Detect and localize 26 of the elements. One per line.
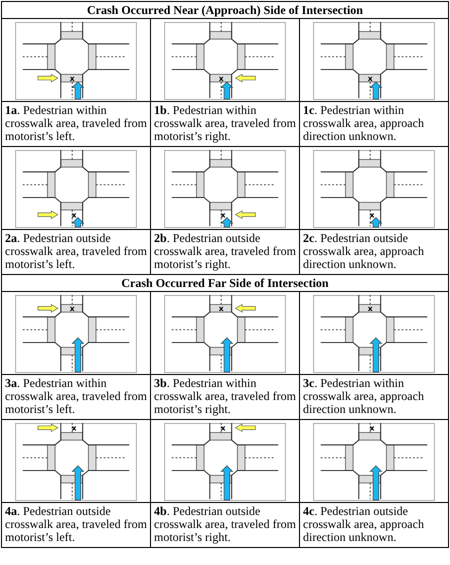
crash-mark: x <box>220 424 226 433</box>
crash-mark: x <box>220 210 226 220</box>
scenario-caption: 3b. Pedestrian within crosswalk area, traveled from motorist’s right. <box>154 377 296 416</box>
crash-mark: x <box>70 304 75 314</box>
crash-mark: x <box>368 304 373 314</box>
crash-mark: x <box>368 74 373 83</box>
scenario-caption: 4a. Pedestrian outside crosswalk area, traveled from motorist’s left. <box>5 505 147 544</box>
scenario-caption: 1b. Pedestrian within crosswalk area, traveled from motorist’s right. <box>154 104 296 143</box>
scenario-caption: 3a. Pedestrian within crosswalk area, traveled from motorist’s left. <box>5 377 147 416</box>
crash-mark: x <box>70 74 75 83</box>
scenario-caption: 4c. Pedestrian outside crosswalk area, approach direction unknown. <box>303 505 425 544</box>
scenario-caption: 1c. Pedestrian within crosswalk area, approach direction unknown. <box>303 104 425 143</box>
scenario-caption: 2b. Pedestrian outside crosswalk area, traveled from motorist’s right. <box>154 232 296 271</box>
crash-mark: x <box>370 424 375 433</box>
section-header: Crash Occurred Near (Approach) Side of Intersection <box>2 2 448 18</box>
crash-mark: x <box>370 210 375 220</box>
scenario-caption: 2c. Pedestrian outside crosswalk area, approach direction unknown. <box>303 232 425 271</box>
crash-mark: x <box>72 210 77 220</box>
scenario-caption: 1a. Pedestrian within crosswalk area, traveled from motorist’s left. <box>5 104 147 143</box>
scenario-caption: 3c. Pedestrian within crosswalk area, approach direction unknown. <box>303 377 425 416</box>
crash-mark: x <box>72 424 77 433</box>
crash-mark: x <box>218 74 224 83</box>
scenario-caption: 4b. Pedestrian outside crosswalk area, traveled from motorist’s right. <box>154 505 296 544</box>
section-header: Crash Occurred Far Side of Intersection <box>2 274 448 292</box>
scenario-caption: 2a. Pedestrian outside crosswalk area, traveled from motorist’s left. <box>5 232 147 271</box>
crash-mark: x <box>218 304 224 314</box>
